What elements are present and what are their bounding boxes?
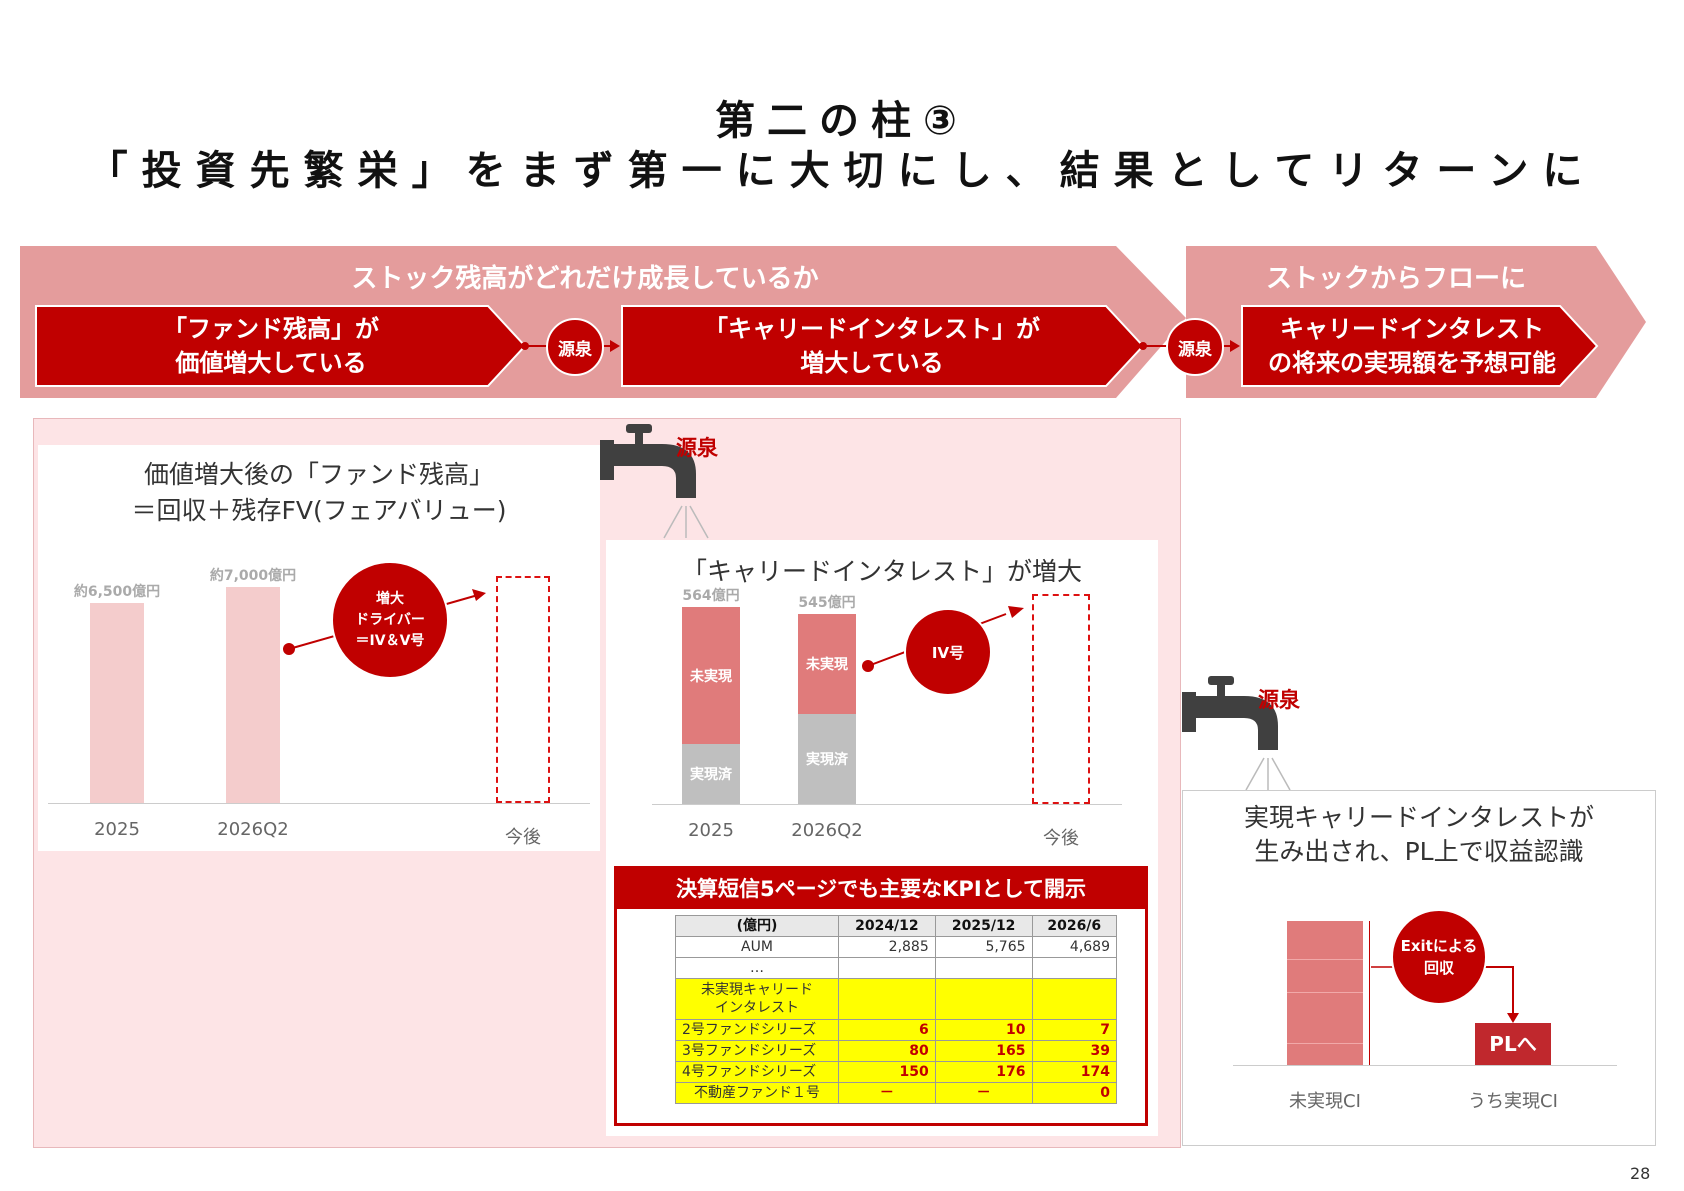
carry-xlabel-2026q2: 2026Q2	[791, 820, 863, 841]
page-number: 28	[1630, 1164, 1651, 1183]
carry-panel-title: 「キャリードインタレスト」が増大	[681, 557, 1082, 586]
page-title: 第二の柱③	[715, 98, 969, 144]
fund-bar-2026q2	[226, 587, 280, 803]
step3-arrow	[1241, 305, 1599, 387]
faucet-label-right: 源泉	[1258, 688, 1300, 712]
realized-panel: 実現キャリードインタレストが 生み出され、PL上で収益認識 PLへ Exitによ…	[1182, 790, 1656, 1146]
fund-future-bar	[496, 576, 550, 803]
realized-panel-title: 実現キャリードインタレストが 生み出され、PL上で収益認識	[1243, 803, 1594, 866]
page-subtitle: 「投資先繁栄」をまず第一に大切にし、結果としてリターンに	[87, 148, 1597, 194]
fund-driver-badge: 増大 ドライバー ＝IV＆V号	[331, 561, 449, 679]
carry-xlabel-2025: 2025	[688, 820, 734, 841]
carry-xlabel-future: 今後	[1043, 828, 1079, 849]
source-badge-1: 源泉	[546, 318, 604, 376]
banner-arrows	[20, 246, 1646, 398]
fund-xlabel-2026q2: 2026Q2	[217, 819, 289, 840]
banner-right-heading: ストックからフローに	[1265, 264, 1526, 294]
step1-text: 「ファンド残高」が 価値増大している	[163, 315, 379, 377]
step1-arrow	[35, 305, 527, 387]
fund-xlabel-future: 今後	[505, 827, 541, 848]
realized-axis-line	[1233, 1065, 1617, 1066]
carry-driver-badge: IV号	[904, 608, 992, 696]
fund-axis-line	[48, 803, 590, 804]
carry-realized-2025: 実現済	[682, 744, 740, 804]
carry-total-label-2025: 564億円	[682, 588, 740, 605]
pl-box: PLへ	[1475, 1023, 1551, 1065]
kpi-row-realestate: 不動産ファンド１号 － － 0	[675, 1082, 1118, 1104]
kpi-header-row: (億円) 2024/12 2025/12 2026/6	[675, 915, 1118, 937]
kpi-row-fund3: 3号ファンドシリーズ 80 165 39	[675, 1040, 1118, 1062]
carry-unrealized-2025: 未実現	[682, 607, 740, 745]
carry-panel: 「キャリードインタレスト」が増大 実現済 未実現 実現済 未実現 564億円 5…	[606, 540, 1158, 1136]
step2-text: 「キャリードインタレスト」が 増大している	[704, 315, 1040, 377]
exit-badge: Exitによる 回収	[1391, 909, 1487, 1005]
kpi-table: (億円) 2024/12 2025/12 2026/6 AUM 2,885 5,…	[675, 915, 1118, 1104]
carry-future-bar	[1032, 594, 1090, 804]
carry-axis-line	[652, 804, 1122, 805]
fund-value-label-2025: 約6,500億円	[73, 583, 161, 600]
realized-xlabel-unrealized: 未実現CI	[1289, 1091, 1361, 1112]
kpi-heading: 決算短信5ページでも主要なKPIとして開示	[617, 869, 1145, 909]
faucet-label-top: 源泉	[676, 436, 718, 460]
step2-arrow	[621, 305, 1145, 387]
fund-xlabel-2025: 2025	[94, 819, 140, 840]
kpi-row-unrealized-header: 未実現キャリード インタレスト	[675, 978, 1118, 1020]
unrealized-ci-bar	[1287, 921, 1363, 1065]
banner-left-heading: ストック残高がどれだけ成長しているか	[351, 264, 819, 294]
bracket-line	[1369, 921, 1370, 1065]
fund-panel: 価値増大後の「ファンド残高」 ＝回収＋残存FV(フェアバリュー) 約6,500億…	[38, 445, 600, 851]
fund-panel-title: 価値増大後の「ファンド残高」 ＝回収＋残存FV(フェアバリュー)	[131, 460, 507, 525]
carry-realized-2026q2: 実現済	[798, 713, 856, 804]
faucet-icon-right	[1182, 676, 1291, 791]
source-badge-2: 源泉	[1166, 318, 1224, 376]
faucet-icon	[600, 424, 709, 539]
kpi-row-ellipsis: …	[675, 957, 1118, 979]
kpi-row-fund4: 4号ファンドシリーズ 150 176 174	[675, 1061, 1118, 1083]
fund-value-label-2026q2: 約7,000億円	[209, 568, 297, 585]
kpi-box: 決算短信5ページでも主要なKPIとして開示 (億円) 2024/12 2025/…	[614, 866, 1148, 1126]
fund-bar-2025	[90, 602, 144, 803]
step3-text: キャリードインタレスト の将来の実現額を予想可能	[1268, 315, 1556, 377]
kpi-row-aum: AUM 2,885 5,765 4,689	[675, 936, 1118, 958]
realized-xlabel-realized: うち実現CI	[1468, 1091, 1558, 1112]
kpi-row-fund2: 2号ファンドシリーズ 6 10 7	[675, 1019, 1118, 1041]
carry-total-label-2026q2: 545億円	[798, 595, 856, 612]
carry-unrealized-2026q2: 未実現	[798, 614, 856, 714]
